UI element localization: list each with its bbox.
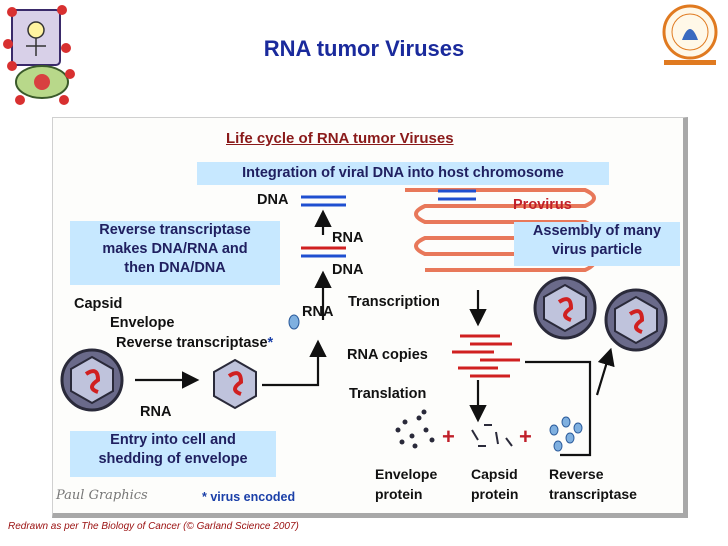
arrow-rna-path	[262, 339, 327, 387]
capsid-protein-cluster	[471, 424, 513, 447]
label-rna-small: RNA	[302, 304, 334, 320]
label-capsid: Capsid	[74, 296, 123, 312]
page-title: RNA tumor Viruses	[263, 36, 465, 61]
assembly-box-line-1: Assembly of many	[532, 223, 662, 239]
reverse-box-line-3: then DNA/DNA	[124, 260, 226, 276]
diagram-subtitle: Life cycle of RNA tumor Viruses	[226, 130, 454, 147]
integration-box: Integration of viral DNA into host chrom…	[197, 162, 609, 185]
virus-particle-assembled-2	[604, 288, 668, 352]
reverse-box-line-2: makes DNA/RNA and	[102, 241, 248, 257]
label-reverse-transcriptase-text: Reverse transcriptase	[116, 335, 268, 351]
envelope-protein-cluster	[395, 409, 435, 449]
assembly-box-line-2: virus particle	[551, 242, 643, 258]
entry-box-line-2: shedding of envelope	[98, 451, 248, 467]
provirus-insert	[438, 189, 476, 201]
label-rna-bottom: RNA	[140, 404, 172, 420]
assembly-box: Assembly of many virus particle	[514, 222, 680, 266]
envelope-protein-line-1: Envelope	[375, 466, 438, 482]
asterisk-mark: *	[267, 335, 274, 351]
cartoon-virus-logo	[3, 5, 75, 105]
capsid-protein-line-2: protein	[471, 486, 519, 502]
dna-strand-top	[301, 195, 346, 207]
label-dna-mid: DNA	[332, 262, 364, 278]
capsid-protein-line-1: Capsid	[471, 466, 518, 482]
footnote-virus-encoded: * virus encoded	[202, 490, 296, 504]
reverse-box-line-1: Reverse transcriptase	[99, 222, 251, 238]
label-translation: Translation	[349, 386, 427, 402]
envelope-protein-line-2: protein	[375, 486, 423, 502]
rt-protein-line-2: transcriptase	[549, 486, 637, 502]
label-rna-copies: RNA copies	[347, 347, 428, 363]
rna-dna-hybrid	[301, 246, 346, 258]
label-envelope: Envelope	[110, 315, 175, 331]
envelope-protein-label: Envelope protein	[375, 464, 437, 504]
label-rna-mid: RNA	[332, 230, 364, 246]
label-provirus: Provirus	[513, 197, 572, 213]
entry-box-line-1: Entry into cell and	[110, 432, 236, 448]
rna-copies-lines	[452, 334, 520, 378]
label-reverse-transcriptase: Reverse transcriptase*	[116, 335, 273, 351]
label-dna-top: DNA	[257, 192, 289, 208]
watermark: Paul Graphics	[56, 488, 148, 503]
label-transcription: Transcription	[348, 294, 440, 310]
virus-particle-assembled-1	[533, 276, 597, 340]
plus-sign-1: +	[442, 424, 455, 449]
plus-sign-2: +	[519, 424, 532, 449]
arrow-assembly	[525, 347, 615, 457]
rt-enzyme-marker	[288, 314, 300, 330]
capsid-inside-cell	[213, 358, 257, 410]
institution-seal	[662, 4, 718, 65]
rt-protein-label: Reverse transcriptase	[549, 464, 637, 504]
source-credit: Redrawn as per The Biology of Cancer (© …	[8, 521, 299, 532]
reverse-transcription-box: Reverse transcriptase makes DNA/RNA and …	[70, 221, 280, 285]
virus-particle-entry	[60, 348, 124, 412]
integration-text: Integration of viral DNA into host chrom…	[242, 165, 564, 181]
rt-protein-line-1: Reverse	[549, 466, 604, 482]
entry-box: Entry into cell and shedding of envelope	[70, 431, 276, 477]
rt-protein-cluster	[549, 416, 583, 452]
capsid-protein-label: Capsid protein	[471, 464, 518, 504]
